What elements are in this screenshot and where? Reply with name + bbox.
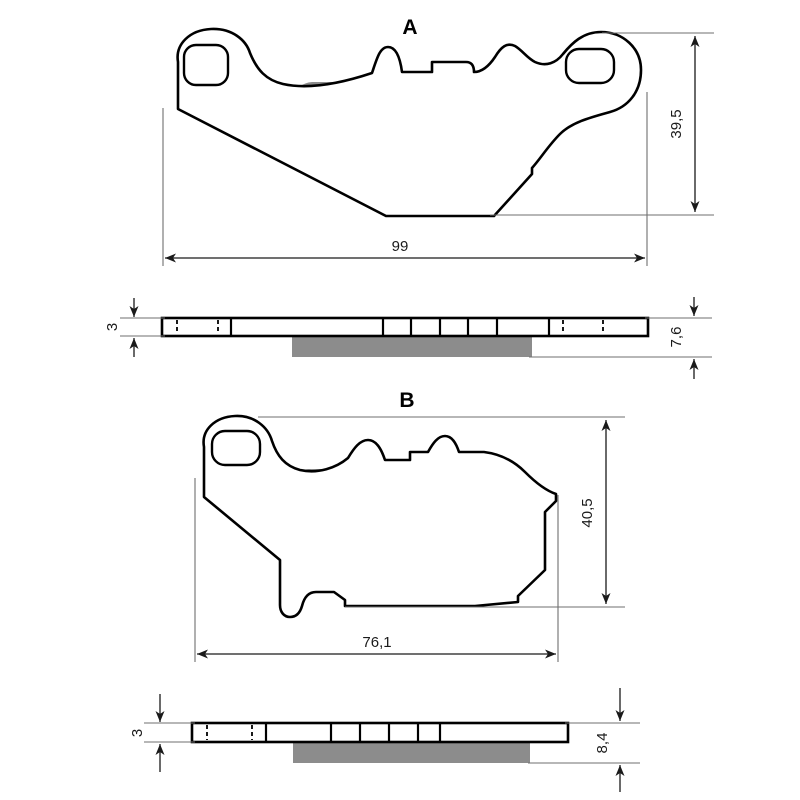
plate-hidden-edges-a xyxy=(176,320,604,334)
dim-label-a-total-thickness: 7,6 xyxy=(668,327,685,348)
view-a-front: A 39,5 99 xyxy=(162,16,714,266)
dim-label-b-width: 76,1 xyxy=(362,634,391,651)
dim-label-b-plate-thickness: 3 xyxy=(129,729,146,737)
backing-plate-b-side xyxy=(190,721,570,744)
plate-hidden-edges-b xyxy=(206,725,253,740)
view-b-front: B 40,5 76,1 xyxy=(194,389,625,662)
friction-layer-b-side xyxy=(293,741,530,763)
dim-label-a-plate-thickness: 3 xyxy=(104,323,121,331)
dim-label-a-width: 99 xyxy=(392,238,409,255)
view-label-a: A xyxy=(402,16,417,39)
backing-plate-a-side xyxy=(160,316,650,338)
dim-label-b-total-thickness: 8,4 xyxy=(594,733,611,754)
backing-plate-outline-a xyxy=(176,27,643,218)
dim-label-b-height: 40,5 xyxy=(579,498,596,527)
dim-label-a-height: 39,5 xyxy=(668,109,685,138)
mounting-hole-left-b xyxy=(210,429,262,467)
view-label-b: B xyxy=(399,389,414,412)
view-b-side: 3 8,4 xyxy=(129,688,640,792)
view-a-side: 3 7,6 xyxy=(104,297,712,379)
plate-segment-dividers-a xyxy=(229,318,551,336)
mounting-hole-right-a xyxy=(564,47,616,85)
plate-segment-dividers-b xyxy=(264,723,442,742)
friction-layer-a-side xyxy=(292,335,532,357)
mounting-hole-left-a xyxy=(182,43,230,87)
backing-plate-outline-b xyxy=(202,414,558,619)
